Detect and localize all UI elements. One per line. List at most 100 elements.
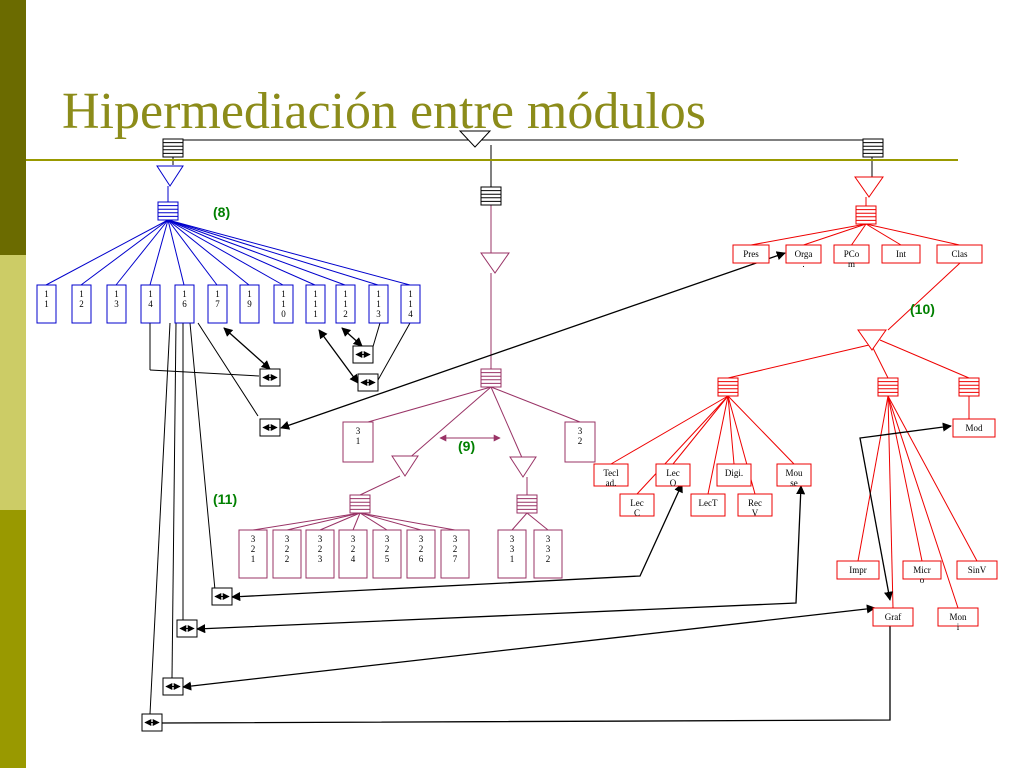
blue-branch-line xyxy=(167,219,284,286)
red-node-out-0 xyxy=(836,560,880,580)
purple-node-325-label: 3 xyxy=(385,534,390,544)
blue-node-10 xyxy=(368,284,389,324)
purple-node-326-label: 2 xyxy=(419,544,424,554)
purple-node-332 xyxy=(533,529,563,579)
purple-node-326-label: 3 xyxy=(419,534,424,544)
blue-node-0-label: 1 xyxy=(44,299,49,309)
stack-icon-purple xyxy=(480,368,502,388)
triangle-icon-blue xyxy=(156,165,184,187)
purple-node-331 xyxy=(497,529,527,579)
stack-icon-red-center xyxy=(877,377,899,397)
blue-node-4 xyxy=(174,284,195,324)
blue-node-7 xyxy=(273,284,294,324)
connector-line xyxy=(511,512,528,531)
purple-node-31 xyxy=(342,421,374,463)
blue-node-4-label: 1 xyxy=(182,289,187,299)
purple-node-322-label: 2 xyxy=(285,544,290,554)
slide-title: Hipermediación entre módulos xyxy=(62,83,707,140)
stack-icon-top-right xyxy=(862,138,884,158)
purple-node-326 xyxy=(406,529,436,579)
red-node-mid-5-label: V xyxy=(752,508,759,518)
connector-line xyxy=(727,344,870,379)
red-node-mid-5-label: Rec xyxy=(748,498,762,508)
blue-node-8-label: 1 xyxy=(313,299,318,309)
stack-icon-top-center xyxy=(480,186,502,206)
red-node-top-3-label: Int xyxy=(896,249,906,259)
connector-line xyxy=(377,322,411,381)
stack-icon-top-left xyxy=(162,138,184,158)
purple-node-324-label: 3 xyxy=(351,534,356,544)
blue-node-10-label: 3 xyxy=(376,309,381,319)
blue-branch-line xyxy=(167,219,185,286)
triangle-icon-red-mid xyxy=(857,329,887,351)
blue-node-11-label: 4 xyxy=(408,309,413,319)
connector-line xyxy=(526,512,549,531)
stack-icon-blue xyxy=(157,201,179,221)
connector-line xyxy=(286,512,361,531)
blue-node-5-label: 1 xyxy=(215,289,220,299)
blue-node-0 xyxy=(36,284,57,324)
red-node-mid-2-label: O xyxy=(670,478,677,488)
stack-icon-red-left xyxy=(717,377,739,397)
connector-line xyxy=(610,395,729,465)
blue-node-11-label: 1 xyxy=(408,289,413,299)
accent-bar-bottom xyxy=(0,510,26,768)
connector-line xyxy=(359,475,401,496)
purple-node-332-label: 2 xyxy=(546,554,551,564)
red-node-out-2-label: o xyxy=(920,575,925,585)
stack-icon-red xyxy=(855,205,877,225)
connector-line xyxy=(887,395,894,609)
red-node-mid-3 xyxy=(690,493,726,517)
red-node-mid-6-label: se xyxy=(790,478,798,488)
connector-line xyxy=(189,322,216,591)
purple-node-326-label: 6 xyxy=(419,554,424,564)
purple-node-331-label: 1 xyxy=(510,554,515,564)
connector-line xyxy=(367,386,492,423)
blue-branch-line xyxy=(167,219,250,286)
purple-node-31-label: 1 xyxy=(356,436,361,446)
red-node-mid-1 xyxy=(619,493,655,517)
red-node-mid-4 xyxy=(716,463,752,487)
red-node-out-3-label: Mon xyxy=(949,612,967,622)
red-node-out-4-label: SinV xyxy=(968,565,987,575)
red-node-out-2 xyxy=(902,560,942,580)
purple-node-332-label: 3 xyxy=(546,544,551,554)
blue-node-7-label: 0 xyxy=(281,309,286,319)
purple-node-323-label: 3 xyxy=(318,534,323,544)
red-node-top-4-label: Clas xyxy=(951,249,967,259)
connector-line xyxy=(887,395,923,562)
link-line-112 xyxy=(341,327,363,347)
blue-node-2-label: 3 xyxy=(114,299,119,309)
purple-node-331-label: 3 xyxy=(510,534,515,544)
link-line-bottom xyxy=(161,618,891,724)
accent-bar-middle xyxy=(0,255,26,510)
red-node-top-0-label: Pres xyxy=(743,249,759,259)
red-node-top-1 xyxy=(785,244,822,264)
purple-node-324-label: 4 xyxy=(351,554,356,564)
triangle-icon-purple-right xyxy=(509,456,537,478)
blue-branch-line xyxy=(167,219,411,286)
purple-node-32-label: 2 xyxy=(578,436,583,446)
blue-node-8-label: 1 xyxy=(313,289,318,299)
red-node-top-2-label: PCo xyxy=(844,249,860,259)
purple-node-327-label: 7 xyxy=(453,554,458,564)
connector-line xyxy=(149,322,171,715)
purple-node-321-label: 2 xyxy=(251,544,256,554)
connector-line xyxy=(171,322,177,679)
red-node-top-1-label: . xyxy=(802,259,804,269)
purple-node-321-label: 1 xyxy=(251,554,256,564)
stack-icon-red-right xyxy=(958,377,980,397)
title-rule xyxy=(26,159,958,161)
blue-node-4-label: 6 xyxy=(182,299,187,309)
purple-node-321-label: 3 xyxy=(251,534,256,544)
blue-branch-line xyxy=(167,219,346,286)
purple-node-32 xyxy=(564,421,596,463)
blue-node-11-label: 1 xyxy=(408,299,413,309)
purple-node-322-label: 3 xyxy=(285,534,290,544)
blue-node-11 xyxy=(400,284,421,324)
triangle-icon-purple xyxy=(480,252,510,274)
connector-line xyxy=(359,512,422,531)
red-node-out-2-label: Micr xyxy=(913,565,931,575)
blue-branch-line xyxy=(167,219,316,286)
red-node-mid-0-label: Tecl xyxy=(603,468,619,478)
